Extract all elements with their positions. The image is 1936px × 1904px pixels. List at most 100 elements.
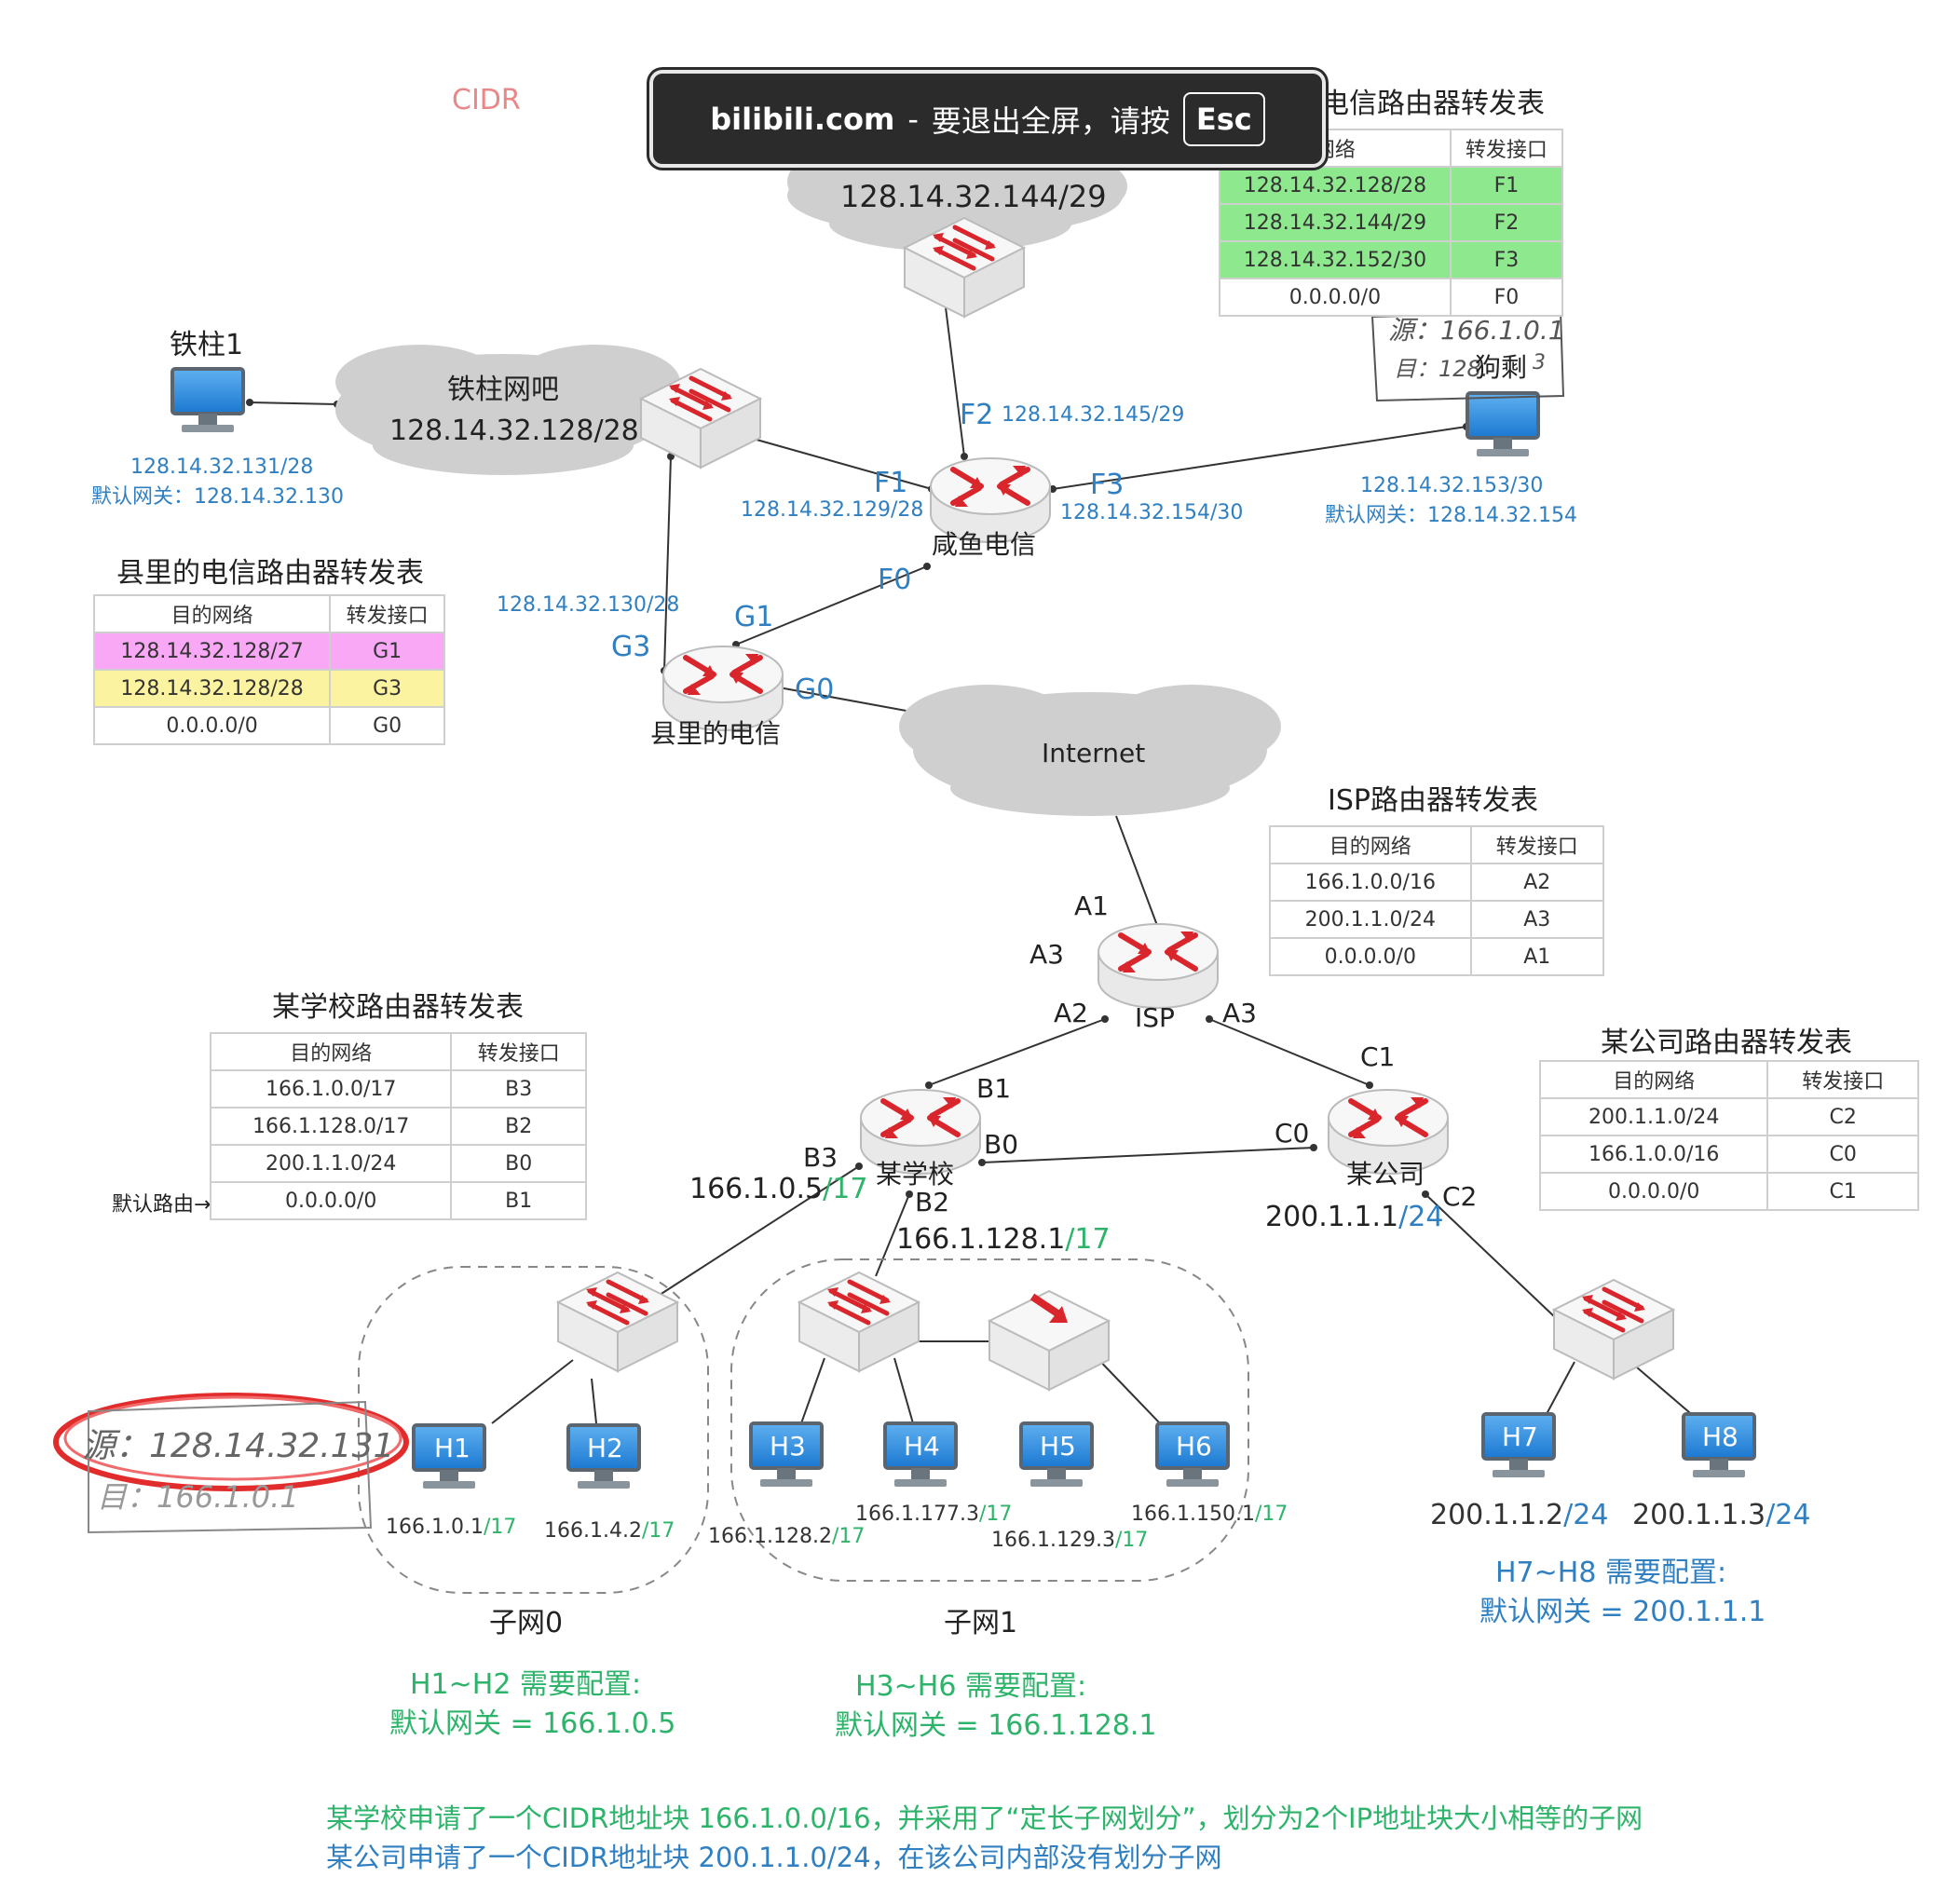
table-header: 目的网络 (209, 1032, 453, 1071)
note-line2: 某公司申请了一个CIDR地址块 200.1.1.0/24，在该公司内部没有划分子… (326, 1842, 1222, 1873)
h2-label: H2 (587, 1433, 623, 1463)
handwriting-bottom-dst: 目：166.1.0.1 (97, 1479, 299, 1515)
subnet0-outline (358, 1266, 709, 1594)
subnet1-label: 子网1 (944, 1607, 1017, 1639)
table-cell: 200.1.1.0/24 (209, 1144, 453, 1183)
handwriting-top-dst: 目：128. (1394, 356, 1488, 382)
table-cell: C0 (1766, 1135, 1919, 1174)
red-circle-inner (63, 1395, 402, 1481)
corner-note: CIDR (452, 84, 521, 116)
table-cell: B2 (450, 1107, 587, 1146)
G3-ip: 128.14.32.130/28 (497, 593, 679, 617)
switch-subnet1 (799, 1272, 919, 1371)
table-cell: 128.14.32.128/28 (92, 669, 332, 708)
company-label: 某公司 (1346, 1159, 1425, 1190)
table-cell: 128.14.32.128/28 (1219, 166, 1452, 205)
if-F1: F1 (874, 467, 907, 499)
table-cell: B0 (450, 1144, 587, 1183)
h2-ip: 166.1.4.2/17 (544, 1519, 675, 1543)
top-net-label: 128.14.32.144/29 (840, 179, 1107, 214)
table-cell: F1 (1449, 166, 1564, 205)
handwriting-top-src: 源：166.1.0.1 (1388, 315, 1565, 346)
county-label: 县里的电信 (650, 718, 781, 749)
xianyu-table-title: 电信路由器转发表 (1321, 88, 1545, 120)
handwriting-bottom-src: 源：128.14.32.131 (82, 1427, 394, 1465)
table-cell: 200.1.1.0/24 (1269, 900, 1472, 939)
switch-subnet0 (558, 1272, 677, 1371)
table-cell: 0.0.0.0/0 (92, 706, 332, 745)
table-cell: 0.0.0.0/0 (1219, 278, 1452, 317)
fullscreen-exit-banner: bilibili.com - 要退出全屏，请按 Esc (649, 70, 1326, 168)
gousheng-label: 狗剩 (1475, 352, 1527, 383)
gousheng-gateway: 默认网关：128.14.32.154 (1325, 504, 1577, 527)
if-A3-right: A3 (1222, 998, 1257, 1028)
table-cell: F3 (1449, 240, 1564, 279)
B2-ip: 166.1.128.1/17 (896, 1223, 1111, 1256)
links (249, 306, 1697, 1424)
switch-company (1554, 1280, 1673, 1379)
if-A3-left: A3 (1029, 939, 1064, 970)
cfg0-line2: 默认网关 = 166.1.0.5 (389, 1707, 675, 1740)
table-cell: G0 (329, 706, 445, 745)
table-cell: 0.0.0.0/0 (1538, 1172, 1769, 1211)
if-F2: F2 (960, 399, 993, 431)
F2-ip: 128.14.32.145/29 (1002, 403, 1184, 427)
table-cell: 200.1.1.0/24 (1538, 1097, 1769, 1136)
cfg2-line2: 默认网关 = 200.1.1.1 (1479, 1596, 1766, 1628)
cloud-internet (899, 685, 1281, 816)
if-F3: F3 (1090, 469, 1124, 501)
cfg2-line1: H7~H8 需要配置: (1495, 1557, 1726, 1589)
table-cell: G3 (329, 669, 445, 708)
if-B1: B1 (976, 1073, 1011, 1104)
tiezhu1-ip: 128.14.32.131/28 (130, 456, 313, 479)
table-header: 转发接口 (329, 594, 445, 633)
if-A2: A2 (1054, 998, 1088, 1028)
h1-ip: 166.1.0.1/17 (386, 1516, 516, 1539)
if-G3: G3 (611, 631, 650, 663)
table-cell: 128.14.32.144/29 (1219, 203, 1452, 242)
company-table-title: 某公司路由器转发表 (1601, 1027, 1852, 1059)
h3-label: H3 (770, 1431, 806, 1462)
table-header: 目的网络 (1269, 825, 1472, 864)
county-table-title: 县里的电信路由器转发表 (116, 557, 424, 590)
tiezhu1-label: 铁柱1 (170, 329, 243, 361)
if-B2: B2 (915, 1187, 949, 1217)
h7-ip: 200.1.1.2/24 (1430, 1499, 1608, 1531)
isp-table-title: ISP路由器转发表 (1328, 784, 1538, 817)
h5-ip: 166.1.129.3/17 (991, 1529, 1148, 1552)
gousheng-ip: 128.14.32.153/30 (1360, 474, 1543, 497)
table-cell: 166.1.128.0/17 (209, 1107, 453, 1146)
handwritten-box-bottom (88, 1400, 373, 1534)
subnet0-label: 子网0 (489, 1607, 563, 1639)
pc-tiezhu1 (170, 367, 245, 434)
table-cell: A3 (1469, 900, 1605, 939)
banner-message: 要退出全屏，请按 (931, 102, 1170, 139)
table-header: 转发接口 (450, 1032, 587, 1071)
esc-key-button[interactable]: Esc (1182, 91, 1265, 146)
h4-ip: 166.1.177.3/17 (855, 1503, 1012, 1526)
h1-label: H1 (434, 1433, 470, 1463)
table-cell: G1 (329, 632, 445, 671)
subnet1-outline (730, 1258, 1249, 1582)
table-header: 转发接口 (1449, 129, 1564, 168)
table-cell: 166.1.0.0/16 (1538, 1135, 1769, 1174)
if-G1: G1 (734, 601, 773, 633)
if-C1: C1 (1360, 1041, 1395, 1072)
if-G0: G0 (795, 673, 834, 706)
default-route-note: 默认路由→ (112, 1193, 211, 1217)
table-cell: 0.0.0.0/0 (209, 1181, 453, 1220)
tiezhu-cloud-name: 铁柱网吧 (447, 374, 559, 406)
h6-label: H6 (1176, 1431, 1212, 1462)
if-B3: B3 (803, 1142, 838, 1173)
banner-site: bilibili.com (710, 101, 895, 137)
B3-ip: 166.1.0.5/17 (689, 1173, 867, 1205)
F3-ip: 128.14.32.154/30 (1060, 501, 1243, 524)
h8-ip: 200.1.1.3/24 (1632, 1499, 1810, 1531)
table-header: 目的网络 (92, 594, 332, 633)
if-C0: C0 (1275, 1118, 1309, 1149)
table-cell: F2 (1449, 203, 1564, 242)
cfg1-line1: H3~H6 需要配置: (855, 1670, 1086, 1703)
table-cell: B3 (450, 1069, 587, 1108)
